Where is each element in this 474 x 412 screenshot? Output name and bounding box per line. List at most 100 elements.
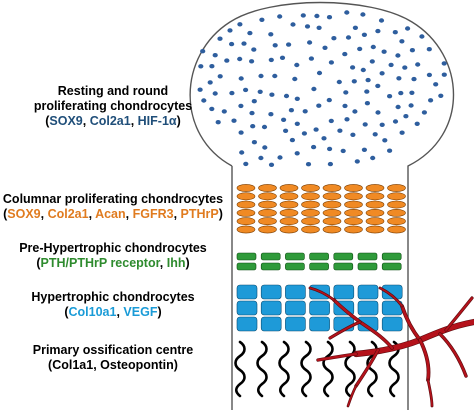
hypertrophic-cell <box>285 284 306 300</box>
resting-cell <box>238 130 244 135</box>
resting-cell <box>227 28 233 33</box>
hypertrophic-cell <box>236 316 258 332</box>
resting-cell <box>201 98 207 103</box>
prehypertrophic-cell <box>236 252 257 261</box>
resting-cell <box>327 146 333 152</box>
prehypertrophic-cell <box>381 252 402 261</box>
columnar-cell <box>365 225 385 234</box>
columnar-cell <box>258 225 277 234</box>
hypertrophic-cell <box>333 284 355 300</box>
resting-cell <box>259 17 265 22</box>
resting-cell <box>357 46 363 52</box>
columnar-cell <box>279 192 299 201</box>
resting-cell <box>257 89 263 95</box>
resting-cell <box>395 104 401 110</box>
resting-cell <box>300 13 306 18</box>
resting-cell <box>364 101 370 106</box>
trabecula <box>278 340 290 398</box>
columnar-cell <box>258 200 277 209</box>
resting-cell <box>350 65 356 70</box>
resting-cell <box>279 55 286 60</box>
columnar-cell <box>301 217 320 226</box>
columnar-cells <box>236 184 406 234</box>
resting-cell <box>352 109 358 114</box>
resting-cell <box>268 57 274 63</box>
resting-cell <box>277 14 283 19</box>
resting-title-line-2: proliferating chondrocytes <box>33 99 193 113</box>
resting-cell <box>268 32 274 37</box>
vessel-branch <box>309 287 335 301</box>
resting-cell <box>251 47 257 52</box>
resting-cell <box>301 131 307 136</box>
resting-cell <box>272 43 278 48</box>
prehypertrophic-cell <box>357 252 378 261</box>
resting-cell <box>229 90 235 96</box>
growth-plate-outline <box>189 1 455 410</box>
resting-cell <box>239 150 245 155</box>
resting-cell <box>290 22 296 27</box>
hypertrophic-cell <box>381 284 403 300</box>
columnar-cell <box>279 217 299 226</box>
resting-cell <box>302 109 308 114</box>
resting-cell <box>294 121 300 127</box>
marker: SOX9 <box>49 114 83 128</box>
resting-cell <box>421 110 427 115</box>
resting-cell <box>261 124 268 130</box>
resting-cell <box>395 53 401 58</box>
resting-cell <box>231 118 237 123</box>
resting-cell <box>322 45 328 50</box>
prehypertrophic-cell <box>236 262 257 271</box>
resting-cell <box>288 108 294 113</box>
resting-cell <box>316 25 322 30</box>
resting-cell <box>375 110 381 115</box>
resting-cell <box>438 93 444 99</box>
resting-cell <box>433 82 439 87</box>
resting-title-line-1: Resting and round <box>57 84 169 98</box>
hypertrophic-cell <box>285 316 306 332</box>
marker: SOX9 <box>7 207 41 221</box>
vessel-branch <box>400 304 422 342</box>
columnar-cell <box>344 192 363 201</box>
resting-cell <box>304 24 311 29</box>
hypertrophic-cell <box>236 284 258 300</box>
resting-cell <box>313 127 319 132</box>
zone-label-ossification: Primary ossification centre (Col1a1, Ost… <box>0 343 226 373</box>
columnar-cell <box>279 225 299 234</box>
columnar-cell <box>387 225 406 234</box>
resting-cell <box>198 64 204 69</box>
columnar-cell <box>236 217 256 226</box>
vessel-branch <box>427 379 433 407</box>
hypertrophic-cell <box>285 300 306 316</box>
prehypertrophic-cell <box>357 262 378 271</box>
marker: Acan <box>95 207 126 221</box>
resting-cell <box>337 128 343 133</box>
resting-cell <box>354 159 360 164</box>
resting-cell <box>392 30 398 35</box>
columnar-cell <box>344 217 363 226</box>
resting-cell <box>411 76 417 82</box>
resting-cell <box>364 89 370 94</box>
trabecula <box>256 340 268 398</box>
columnar-cell <box>365 208 385 217</box>
prehypertrophic-cell <box>260 252 281 261</box>
resting-cell <box>307 40 313 45</box>
hypertrophic-cell <box>357 300 379 316</box>
resting-cell <box>350 132 356 137</box>
resting-cell <box>361 32 367 37</box>
resting-cell <box>379 122 385 128</box>
resting-cell <box>247 30 253 36</box>
resting-cell <box>316 103 322 108</box>
resting-cell <box>331 36 337 41</box>
blood-vessel <box>308 286 474 408</box>
resting-cell <box>375 28 381 34</box>
prehypertrophic-markers: (PTH/PTHrP receptor, Ihh) <box>36 256 190 270</box>
zone-label-hypertrophic: Hypertrophic chondrocytes (Col10a1, VEGF… <box>0 290 226 320</box>
resting-cell <box>360 67 366 73</box>
resting-cell <box>419 34 425 39</box>
vessel-branch <box>347 385 357 407</box>
resting-cell <box>352 25 358 30</box>
vessel-branch <box>445 297 473 331</box>
resting-cell <box>408 103 414 108</box>
resting-cell <box>361 147 367 152</box>
